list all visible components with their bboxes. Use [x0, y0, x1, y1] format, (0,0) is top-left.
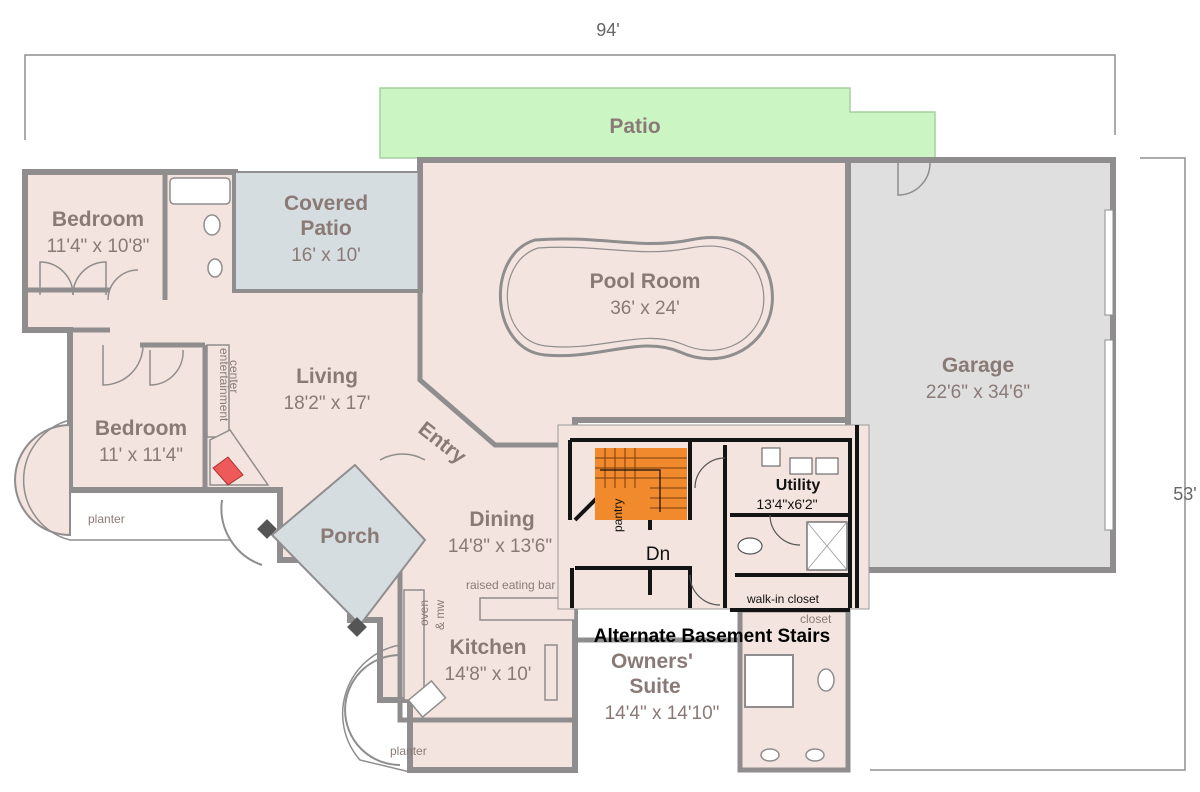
kitchen-sink [407, 679, 447, 719]
utility-door [694, 457, 726, 489]
bedroom-left-size: 11' x 11'4" [99, 445, 183, 466]
pool [498, 236, 774, 361]
stair-down-label: Dn [646, 544, 670, 565]
owners-suite-name-2: Suite [629, 675, 680, 698]
fireplace [212, 456, 244, 486]
patio-label: Patio [609, 115, 660, 138]
living-name: Living [296, 365, 358, 388]
living-size: 18'2" x 17' [284, 393, 371, 414]
closet-label: closet [800, 612, 832, 626]
dimension-lines [24, 54, 1186, 771]
inset-walls [568, 425, 859, 612]
pool-room-size: 36' x 24' [610, 298, 680, 319]
pool-room-name: Pool Room [590, 270, 701, 293]
garage-area [845, 157, 1116, 573]
toilet-bath [203, 214, 221, 236]
porch-arc [220, 499, 263, 566]
bath-door [769, 514, 801, 546]
owners-suite-name-1: Owners' [611, 650, 693, 673]
pantry-label: pantry [611, 499, 625, 532]
planter-bottom-arc [344, 654, 401, 766]
oven-label-1: oven [417, 600, 431, 626]
porch-column-2 [347, 617, 367, 637]
planter-left-arc [22, 419, 230, 541]
bedroom-top-size: 11'4" x 10'8" [47, 236, 150, 257]
planter-bottom-label: planter [390, 744, 427, 758]
garage-door-2 [1104, 339, 1114, 531]
dryer [815, 457, 839, 475]
kitchen-island-right [544, 644, 558, 701]
utility-name: Utility [776, 477, 821, 494]
covered-patio-area [234, 171, 421, 291]
patio-area [379, 87, 936, 159]
kitchen-name: Kitchen [449, 636, 526, 659]
inset-shower-x [806, 521, 848, 571]
walk-in-closet-label: walk-in closet [746, 592, 820, 606]
entertainment-label-1: entertainment [217, 348, 231, 422]
sink-owners-1 [760, 748, 780, 762]
covered-patio-name-1: Covered [284, 192, 368, 215]
porch-area [270, 463, 427, 627]
sink-owners-2 [805, 748, 825, 762]
covered-patio-name-2: Patio [300, 217, 351, 240]
garage-door-1 [1104, 209, 1114, 316]
width-dimension: 94' [596, 20, 619, 40]
garage-size: 22'6" x 34'6" [926, 382, 1030, 403]
utility-size: 13'4"x6'2" [756, 496, 817, 512]
shower-owners [744, 654, 794, 708]
room-labels: Bedroom 11'4" x 10'8" Covered Patio 16' … [47, 192, 1031, 724]
dining-name: Dining [469, 508, 534, 531]
toilet-owners [817, 668, 835, 692]
kitchen-size: 14'8" x 10' [445, 664, 532, 685]
bathtub [169, 177, 231, 205]
stair-arrow [600, 469, 661, 512]
door-swings [39, 261, 426, 461]
inset-toilet [737, 537, 763, 555]
porch-column-1 [257, 519, 277, 539]
garage-door-swing [897, 162, 931, 196]
alternate-stairs-caption: Alternate Basement Stairs [594, 626, 831, 647]
raised-eating-bar-label: raised eating bar [466, 578, 555, 592]
porch-name: Porch [320, 525, 380, 548]
alternate-stairs-inset: Utility 13'4"x6'2" pantry Dn walk-in clo… [557, 424, 870, 612]
laundry-sink [761, 447, 781, 467]
sink-bath [207, 258, 223, 278]
garage-name: Garage [942, 354, 1014, 377]
stair-run [595, 448, 687, 520]
stair-treads [595, 448, 687, 509]
hall-door [689, 574, 721, 606]
pool-inner [506, 245, 765, 351]
planter-bottom-outer [341, 644, 411, 773]
entertainment-label-2: center [227, 360, 241, 393]
planter-left-label: planter [88, 512, 125, 526]
covered-patio-size: 16' x 10' [291, 245, 361, 266]
bedroom-top-name: Bedroom [52, 208, 144, 231]
washer [789, 457, 813, 475]
depth-dimension: 53' [1173, 484, 1196, 504]
owners-suite-size: 14'4" x 14'10" [605, 703, 720, 724]
oven-label-2: & mw [433, 600, 447, 630]
bedroom-left-name: Bedroom [95, 417, 187, 440]
dining-size: 14'8" x 13'6" [448, 536, 552, 557]
